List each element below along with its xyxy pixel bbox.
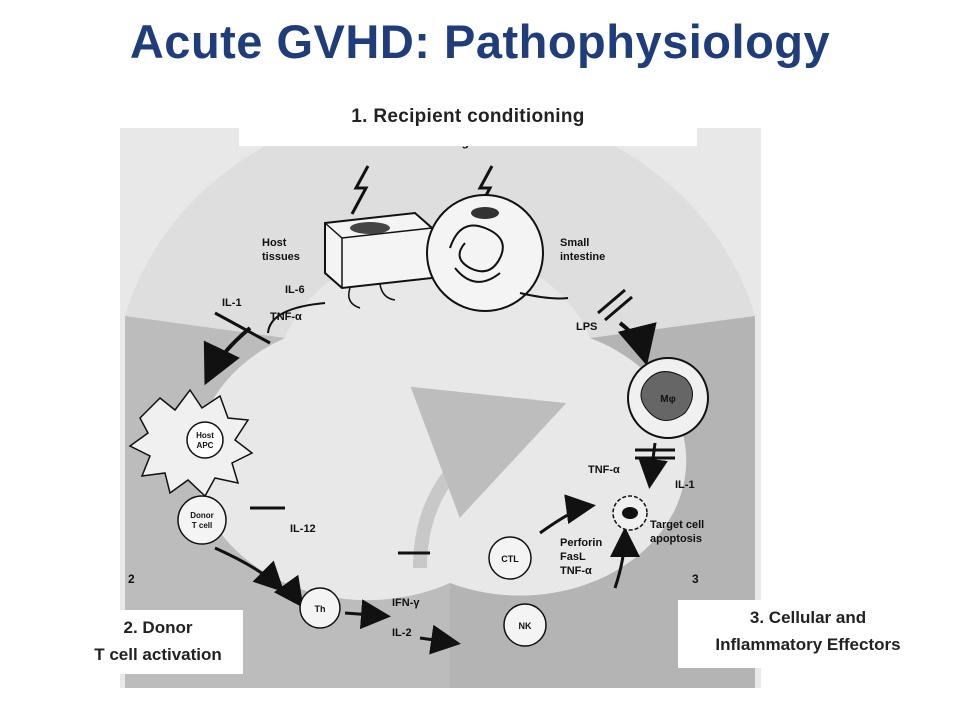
inhibition-bar-lps-2 [604, 295, 633, 322]
caption-cellular-effectors: 3. Cellular and Inflammatory Effectors [678, 600, 938, 668]
inhibition-bar-lps-1 [597, 288, 626, 315]
caption-2-line-1: 2. Donor [123, 618, 193, 637]
arrow-ctl-to-target [539, 494, 596, 535]
arrow-to-macrophage [617, 321, 657, 366]
caption-recipient-conditioning: 1. Recipient conditioning [239, 100, 697, 146]
tnf-mid-label: TNF-α [560, 565, 592, 577]
macrophage-label: Mφ [660, 394, 675, 405]
ctl-label: CTL [501, 554, 519, 564]
arrow-cytokines-to-effectors [419, 624, 461, 655]
th-cell-icon [299, 587, 341, 629]
host-tissues-label-2: tissues [262, 251, 300, 263]
macrophage-icon [627, 357, 709, 439]
arrow-th-to-cytokines [344, 599, 391, 630]
central-feedback-arrow [410, 386, 567, 569]
donor-tcell-label-2: T cell [192, 521, 212, 530]
donor-tcell-label-1: Donor [190, 511, 214, 520]
ring-center [280, 323, 600, 583]
lps-label: LPS [576, 321, 597, 333]
nk-label: NK [519, 621, 532, 631]
gvhd-diagram: Host damage Host tissues Small intestine… [120, 128, 761, 688]
donor-tcell-icon [177, 495, 227, 545]
th-label: Th [315, 604, 326, 614]
nk-cell-icon [503, 603, 547, 647]
caption-3-line-1: 3. Cellular and [749, 608, 867, 627]
slide-title: Acute GVHD: Pathophysiology [129, 15, 831, 68]
gvhd-cycle-illustration: Host damage Host tissues Small intestine… [125, 128, 755, 688]
caption-1-text: 1. Recipient conditioning [351, 106, 585, 127]
arrow-to-apc [203, 326, 252, 386]
host-tissues-label-1: Host [262, 237, 287, 249]
sector-2-number: 2 [128, 572, 135, 586]
host-apc-cell-icon [128, 388, 254, 498]
host-apc-label-2: APC [197, 441, 214, 450]
host-tissue-block-icon [267, 211, 433, 334]
il12-label: IL-12 [290, 523, 316, 535]
ifn-label: IFN-γ [392, 597, 420, 609]
sector-3-number: 3 [692, 572, 699, 586]
fasl-label: FasL [560, 551, 586, 563]
il1-right-label: IL-1 [675, 479, 695, 491]
tnf-right-label: TNF-α [588, 464, 620, 476]
small-intestine-label-1: Small [560, 237, 589, 249]
target-cell-label-1: Target cell [650, 519, 704, 531]
target-cell-label-2: apoptosis [650, 533, 702, 545]
caption-2-line-2: T cell activation [94, 645, 222, 664]
tnf-left-label: TNF-α [270, 311, 302, 323]
small-intestine-label-2: intestine [560, 251, 605, 263]
il1-left-label: IL-1 [222, 297, 242, 309]
ctl-cell-icon [488, 536, 532, 580]
caption-donor-tcell-activation: 2. Donor T cell activation [73, 610, 243, 674]
arrow-macrophage-to-target [638, 442, 668, 489]
lightning-left-icon [350, 165, 370, 215]
caption-3-line-2: Inflammatory Effectors [715, 635, 901, 654]
arrow-nk-to-target [609, 527, 640, 589]
small-intestine-icon [426, 194, 569, 312]
host-apc-label-1: Host [196, 431, 214, 440]
inhibition-bar-left [214, 311, 271, 345]
perforin-label: Perforin [560, 537, 602, 549]
target-cell-icon [612, 495, 648, 531]
il2-label: IL-2 [392, 627, 412, 639]
il6-label: IL-6 [285, 284, 305, 296]
arrow-to-th-dashed [273, 574, 304, 608]
